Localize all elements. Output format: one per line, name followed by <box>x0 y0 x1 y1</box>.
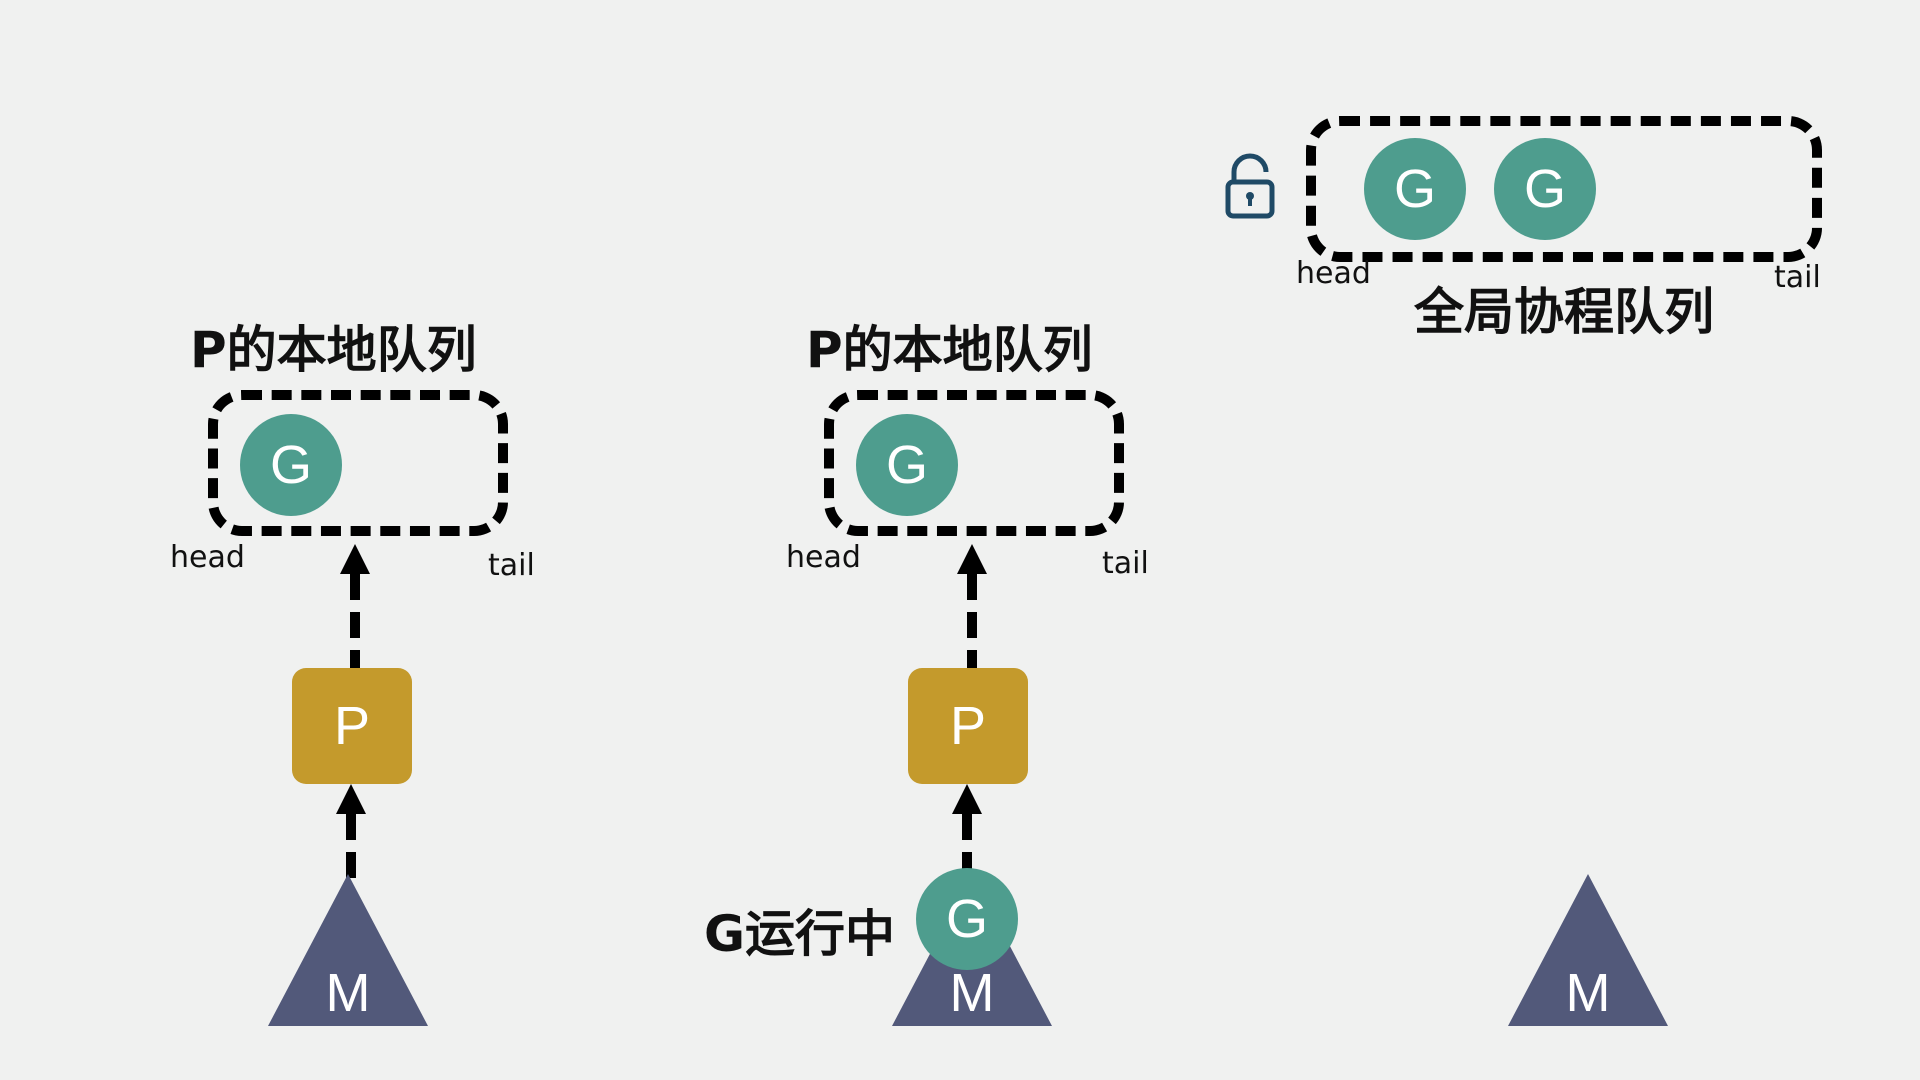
global-queue-box <box>1306 116 1822 262</box>
middle-local-queue-box <box>824 390 1124 536</box>
right-machine-label: M <box>1565 963 1611 1023</box>
middle-m-to-p-arrow <box>962 814 972 870</box>
middle-p-to-queue-arrowhead <box>957 544 987 574</box>
left-machine-label: M <box>325 963 371 1023</box>
middle-m-to-p-arrowhead <box>952 784 982 814</box>
middle-running-goroutine: G <box>916 868 1018 970</box>
middle-processor: P <box>908 668 1028 784</box>
left-local-queue-box <box>208 390 508 536</box>
left-queue-tail-label: tail <box>488 548 535 583</box>
global-queue-tail-label: tail <box>1774 260 1821 295</box>
global-queue-title: 全局协程队列 <box>1414 283 1714 341</box>
middle-queue-goroutine: G <box>856 414 958 516</box>
global-queue-goroutine-2: G <box>1494 138 1596 240</box>
left-queue-title: P的本地队列 <box>190 321 477 379</box>
middle-queue-tail-label: tail <box>1102 546 1149 581</box>
middle-queue-title: P的本地队列 <box>806 321 1093 379</box>
left-m-to-p-arrow <box>346 814 356 906</box>
middle-running-label: G运行中 <box>704 905 896 963</box>
left-p-to-queue-arrow <box>350 574 360 668</box>
lock-icon <box>1224 150 1276 220</box>
left-queue-head-label: head <box>170 540 245 575</box>
left-p-to-queue-arrowhead <box>340 544 370 574</box>
middle-machine-label: M <box>949 963 995 1023</box>
middle-p-to-queue-arrow <box>967 574 977 668</box>
left-m-to-p-arrowhead <box>336 784 366 814</box>
global-queue-head-label: head <box>1296 256 1371 291</box>
global-queue-goroutine-1: G <box>1364 138 1466 240</box>
middle-queue-head-label: head <box>786 540 861 575</box>
left-processor: P <box>292 668 412 784</box>
left-queue-goroutine: G <box>240 414 342 516</box>
